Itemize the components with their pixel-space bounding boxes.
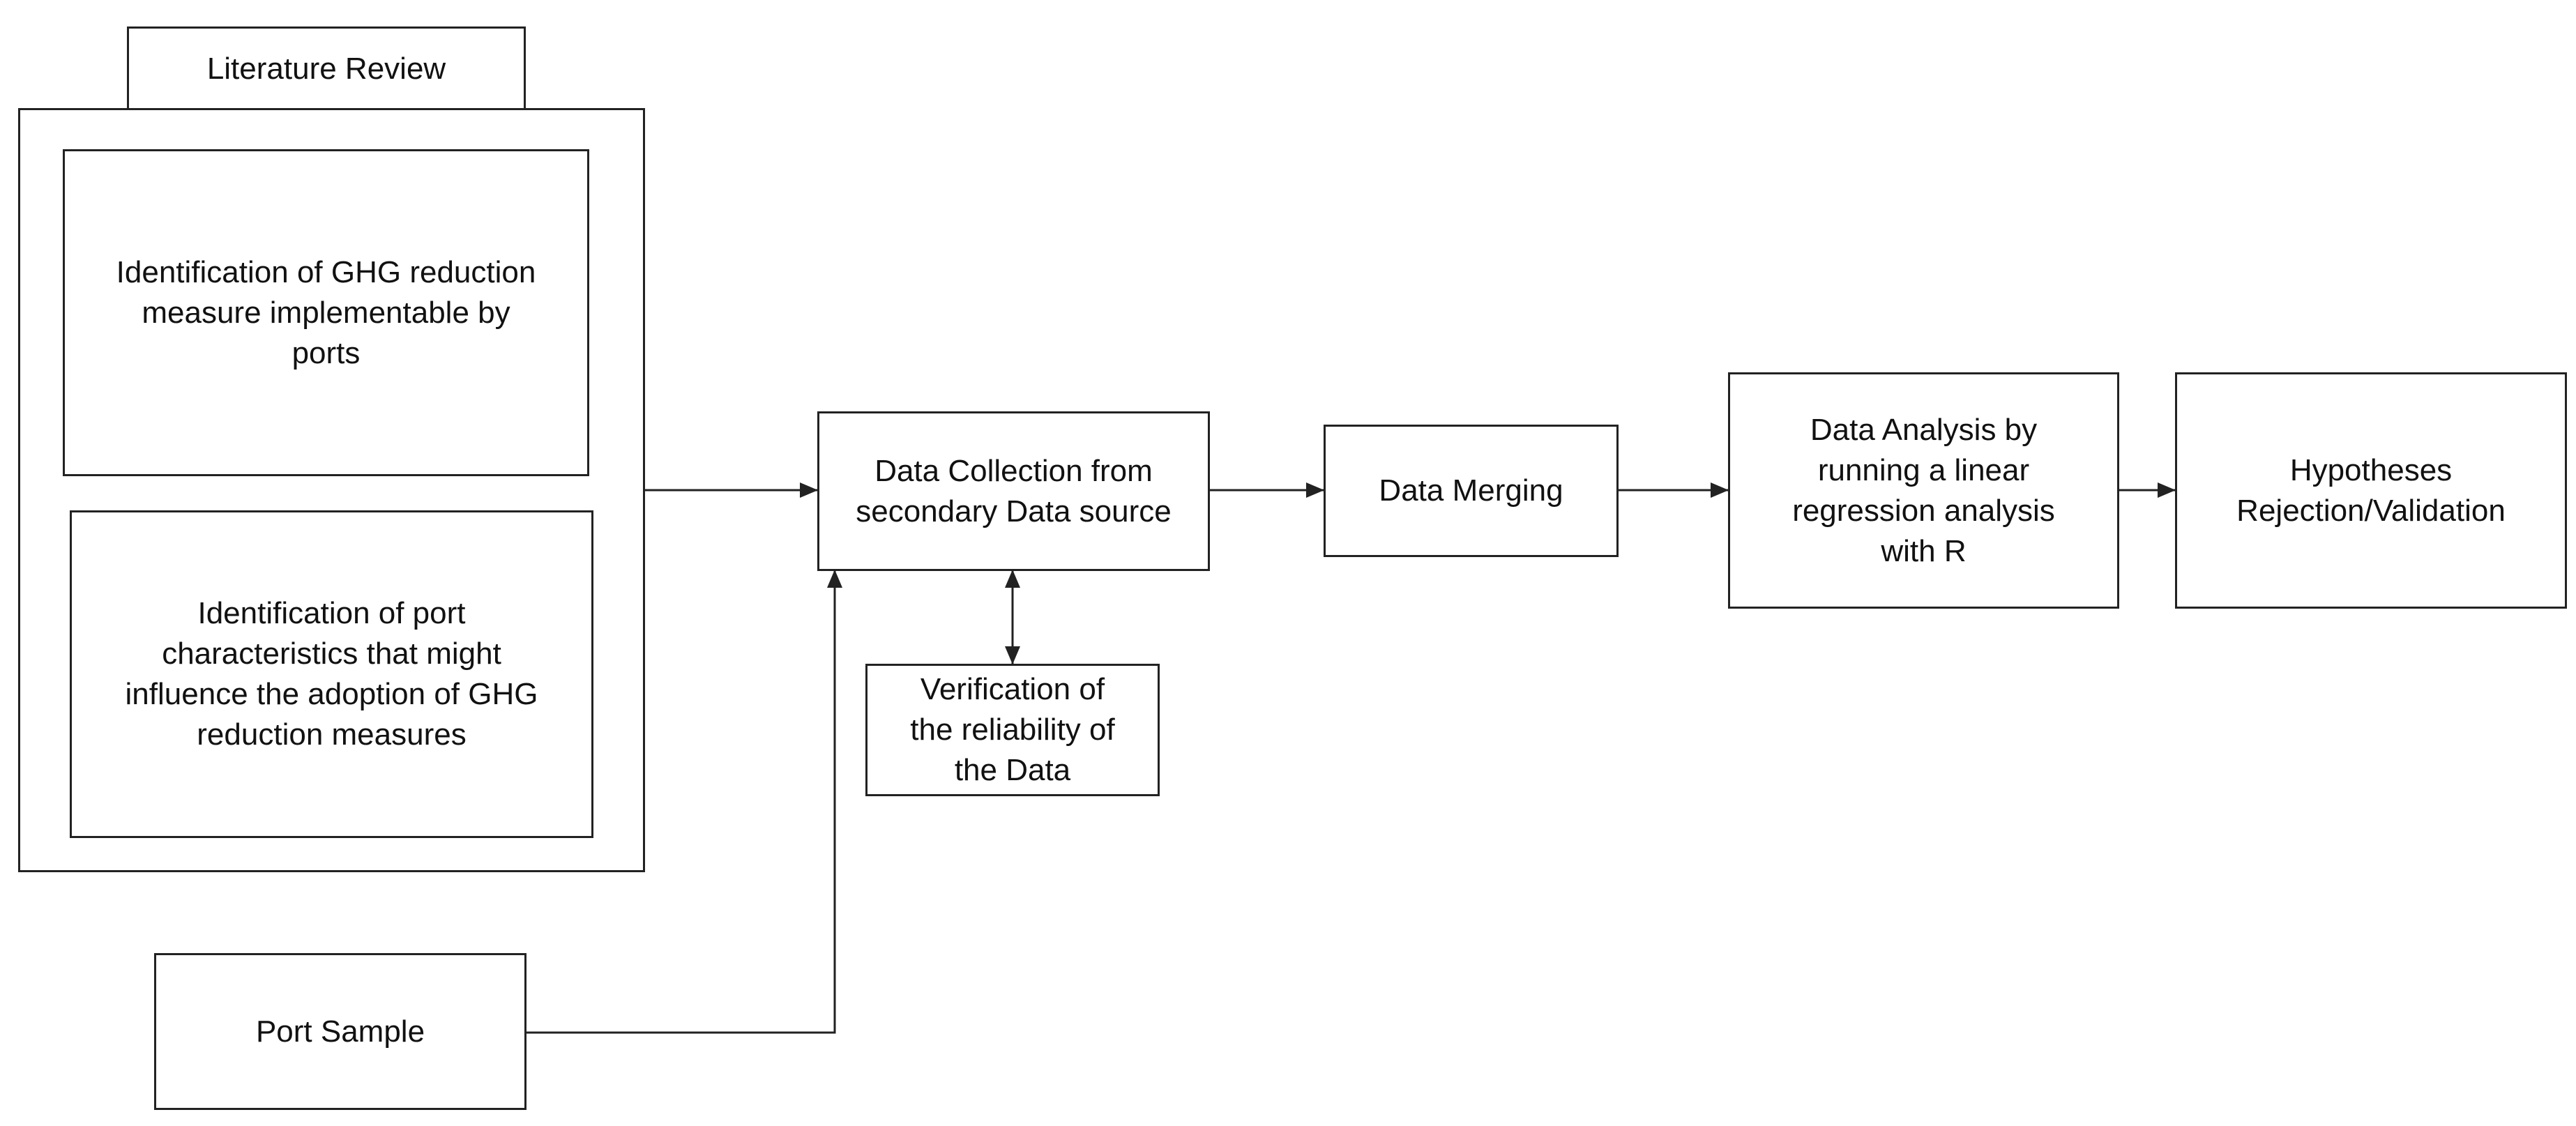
- port-sample-box: Port Sample: [154, 953, 526, 1110]
- data-collection-label: Data Collection from secondary Data sour…: [856, 453, 1172, 528]
- verification-box: Verification of the reliability of the D…: [865, 664, 1160, 796]
- data-merging-label: Data Merging: [1379, 473, 1563, 508]
- verification-label: Verification of the reliability of the D…: [910, 672, 1115, 787]
- literature-review-tab: Literature Review: [127, 26, 526, 111]
- ghg-measures-box: Identification of GHG reduction measure …: [63, 149, 589, 476]
- data-collection-box: Data Collection from secondary Data sour…: [817, 411, 1210, 571]
- port-sample-label: Port Sample: [255, 1014, 425, 1049]
- port-characteristics-label: Identification of port characteristics t…: [125, 596, 538, 752]
- hypotheses-box: Hypotheses Rejection/Validation: [2175, 372, 2567, 609]
- data-analysis-box: Data Analysis by running a linear regres…: [1728, 372, 2119, 609]
- data-analysis-label: Data Analysis by running a linear regres…: [1792, 412, 2055, 568]
- literature-review-label: Literature Review: [206, 51, 446, 86]
- arrow-port-sample-to-collection: [525, 570, 842, 1034]
- hypotheses-label: Hypotheses Rejection/Validation: [2236, 452, 2506, 528]
- ghg-measures-label: Identification of GHG reduction measure …: [116, 254, 536, 370]
- data-merging-box: Data Merging: [1324, 425, 1619, 557]
- port-characteristics-box: Identification of port characteristics t…: [70, 510, 593, 838]
